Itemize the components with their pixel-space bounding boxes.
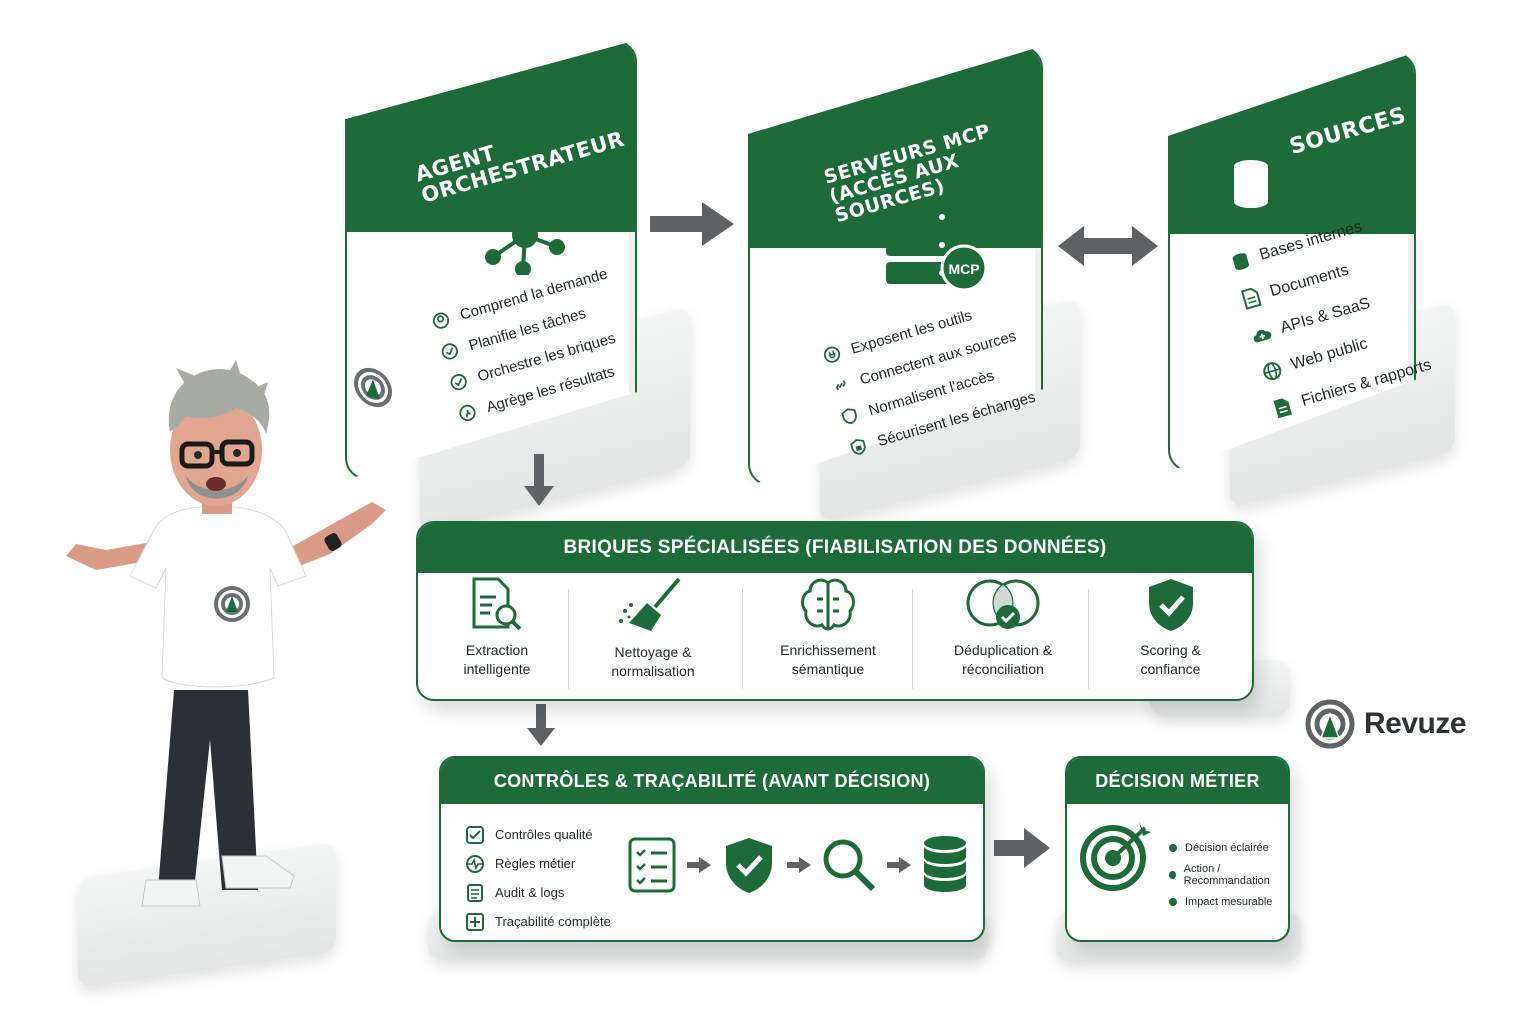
checkbox-icon [465,825,485,845]
brick-scoring[interactable]: Scoring &confiance [1108,577,1233,697]
sources-title: SOURCES [1286,102,1409,161]
small-arrow-icon [887,857,911,873]
bullet-dot [1169,870,1176,879]
source-item: Documents [1236,237,1404,319]
network-hub-icon [485,199,565,275]
database-small-icon [1228,249,1253,274]
decision-item: Décision éclairée [1169,834,1288,861]
sources-items: Bases internes Documents APIs & SaaS Web… [1226,201,1436,429]
agent-item: Orchestre les briques [445,319,629,400]
controls-title: CONTRÔLES & TRAÇABILITÉ (AVANT DÉCISION) [441,758,983,804]
brick-separator [1088,589,1089,689]
source-item: Fichiers & rapports [1268,347,1436,429]
decision-title: DÉCISION MÉTIER [1067,758,1288,804]
shield-check-icon [1148,579,1193,631]
serveurs-mcp-card[interactable]: SERVEURS MCP (ACCÈS AUX SOURCES) MCP Exp… [748,46,1043,486]
arrow-controls-to-decision [994,828,1050,868]
agent-item: Comprend la demande [427,258,611,339]
server-stack-icon: MCP [886,206,988,292]
list-icon [465,883,485,903]
small-arrow-icon [787,857,811,873]
broom-icon [619,577,681,631]
agent-title: AGENT ORCHESTRATEUR [412,126,628,208]
bricks-title: BRIQUES SPÉCIALISÉES (FIABILISATION DES … [418,523,1252,573]
source-item: Web public [1257,310,1425,392]
plug-icon [820,342,845,367]
mcp-item: Connectent aux sources [827,319,1022,403]
agent-item: Planifie les tâches [436,288,620,369]
source-item: Bases internes [1226,201,1394,283]
revuze-logo-icon [354,367,392,408]
control-item: Contrôles qualité [465,820,611,849]
database-icon [924,836,966,892]
decision-item: Impact mesurable [1169,888,1288,915]
runner-circle-icon [455,401,480,426]
revuze-logo-icon [1305,699,1355,749]
brick-nettoyage[interactable]: Nettoyage &normalisation [588,577,718,697]
brain-icon [801,578,855,631]
arrow-mcp-sources-bidirectional [1058,226,1158,266]
agent-item: Agrège les résultats [453,350,637,431]
decision-items: Décision éclairée Action / Recommandatio… [1169,834,1288,915]
checklist-icon [628,837,676,893]
agent-items: Comprend la demande Planifie les tâches … [427,258,638,431]
brick-separator [912,589,913,689]
check-circle-icon [446,370,471,395]
bullet-dot [1169,897,1177,906]
document-icon [1239,286,1264,311]
database-icon [1232,158,1270,211]
shield-lock-icon [846,435,871,460]
controls-items: Contrôles qualité Règles métier Audit & … [465,820,611,936]
brick-separator [742,589,743,689]
link-icon [828,373,853,398]
controls-pipeline [627,834,969,896]
sources-card[interactable]: SOURCES Bases internes Documents APIs & … [1168,52,1433,472]
shield-check-icon [726,838,772,893]
arrow-agent-to-mcp [650,202,734,246]
cloud-plus-icon [1249,322,1274,347]
small-arrow-icon [687,857,711,873]
target-icon [1080,822,1151,891]
decision-item: Action / Recommandation [1169,861,1288,888]
agent-orchestrateur-card[interactable]: AGENT ORCHESTRATEUR Comprend la demande … [345,40,637,480]
source-item: APIs & SaaS [1247,274,1415,356]
control-item: Règles métier [465,849,611,878]
pulse-circle-icon [465,854,485,874]
presenter-character [66,360,386,907]
venn-check-icon [966,579,1040,629]
mcp-title: SERVEURS MCP (ACCÈS AUX SOURCES) [821,120,993,228]
file-report-icon [1270,395,1295,420]
mcp-items: Exposent les outils Connectent aux sourc… [818,289,1039,465]
mcp-item: Normalisent l'accès [836,350,1031,434]
briques-specialisees-panel[interactable]: BRIQUES SPÉCIALISÉES (FIABILISATION DES … [416,521,1254,701]
document-search-icon [472,577,522,631]
bullet-dot [1169,843,1177,852]
user-circle-icon [429,308,454,333]
arrow-bricks-to-controls [527,704,555,746]
controles-tracabilite-panel[interactable]: CONTRÔLES & TRAÇABILITÉ (AVANT DÉCISION)… [439,756,985,942]
mcp-item: Exposent les outils [818,289,1013,373]
control-item: Traçabilité complète [465,907,611,936]
mcp-badge: MCP [948,261,979,277]
control-item: Audit & logs [465,878,611,907]
mcp-item: Sécurisent les échanges [844,381,1039,465]
globe-icon [1260,359,1285,384]
brick-separator [568,589,569,689]
shield-outline-icon [837,404,862,429]
revuze-brand: Revuze [1304,698,1467,750]
decision-metier-panel[interactable]: DÉCISION MÉTIER Décision éclairée Action… [1065,756,1290,942]
check-circle-icon [437,339,462,364]
brick-deduplication[interactable]: Déduplication &réconciliation [928,577,1078,697]
magnifier-icon [823,839,876,892]
brand-name: Revuze [1364,707,1467,740]
trace-plus-icon [465,912,485,932]
arrow-agent-to-bricks [524,454,554,506]
